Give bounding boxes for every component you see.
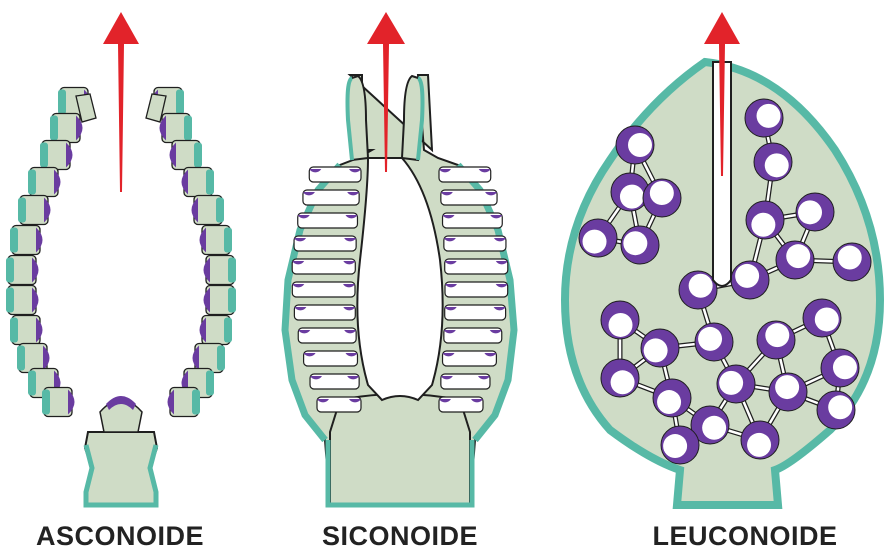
choanocyte — [32, 258, 39, 283]
siconoide-sponge — [285, 12, 514, 505]
chamber-lumen — [828, 395, 852, 419]
asconoide-bottom-segment — [100, 400, 142, 432]
wall-segment-pinacoderm — [224, 318, 232, 343]
wall-segment-pinacoderm — [18, 198, 26, 223]
choanocyte — [36, 228, 43, 253]
wall-segment-pinacoderm — [28, 170, 36, 195]
choanocyte — [192, 198, 199, 223]
chamber-lumen — [751, 213, 775, 237]
wall-segment-pinacoderm — [42, 390, 50, 415]
chamber-lumen — [611, 370, 635, 394]
wall-segment-pinacoderm — [176, 90, 184, 115]
chamber-lumen — [815, 307, 839, 331]
wall-segment-pinacoderm — [10, 228, 18, 253]
choanocyte — [204, 288, 211, 313]
chamber-lumen — [735, 264, 759, 288]
choanocyte — [54, 170, 61, 195]
choanocyte — [182, 170, 189, 195]
leuconoide-label: LEUCONOIDE — [625, 518, 865, 554]
choanocyte — [32, 288, 39, 313]
chamber-lumen — [775, 375, 799, 399]
chamber-lumen — [623, 231, 647, 255]
chamber-lumen — [628, 133, 652, 157]
choanocyte — [68, 390, 75, 415]
wall-segment-pinacoderm — [6, 288, 14, 313]
chamber-lumen — [583, 230, 607, 254]
wall-segment-pinacoderm — [217, 346, 225, 371]
chamber-lumen — [719, 371, 743, 395]
wall-segment-pinacoderm — [206, 371, 214, 396]
choanocyte — [200, 318, 207, 343]
wall-segment-pinacoderm — [216, 198, 224, 223]
chamber-lumen — [765, 323, 789, 347]
asconoide-sponge — [6, 12, 236, 505]
chamber-lumen — [747, 433, 771, 457]
chamber-lumen — [650, 181, 674, 205]
chamber-lumen — [689, 274, 713, 298]
wall-segment-pinacoderm — [50, 116, 58, 141]
asconoide-label: ASCONOIDE — [20, 518, 220, 554]
chamber-lumen — [698, 327, 722, 351]
chamber-lumen — [833, 355, 857, 379]
wall-segment-pinacoderm — [17, 346, 25, 371]
choanocyte — [193, 346, 200, 371]
wall-segment-pinacoderm — [228, 288, 236, 313]
chamber-lumen — [838, 246, 862, 270]
wall-segment-pinacoderm — [6, 258, 14, 283]
wall-segment-pinacoderm — [58, 90, 66, 115]
chamber-lumen — [786, 244, 810, 268]
choanocyte — [36, 318, 43, 343]
asconoide-water-flow-arrow — [103, 12, 139, 192]
chamber-lumen — [765, 153, 789, 177]
choanocyte — [44, 198, 51, 223]
asconoide-left-wall — [6, 88, 96, 417]
chamber-lumen — [644, 338, 668, 362]
wall-segment-pinacoderm — [192, 390, 200, 415]
choanocyte — [66, 143, 73, 168]
asconoide-right-wall — [146, 88, 236, 417]
wall-segment-pinacoderm — [184, 116, 192, 141]
choanocyte — [200, 228, 207, 253]
choanocyte — [170, 143, 177, 168]
wall-segment-pinacoderm — [10, 318, 18, 343]
wall-segment-pinacoderm — [28, 371, 36, 396]
wall-segment-pinacoderm — [40, 143, 48, 168]
chamber-lumen — [798, 200, 822, 224]
chamber-lumen — [757, 104, 781, 128]
choanocyte — [204, 258, 211, 283]
chamber-lumen — [620, 185, 644, 209]
wall-segment-pinacoderm — [206, 170, 214, 195]
chamber-lumen — [702, 416, 726, 440]
siconoide-label: SICONOIDE — [300, 518, 500, 554]
wall-segment-pinacoderm — [228, 258, 236, 283]
wall-segment-pinacoderm — [224, 228, 232, 253]
asconoide-base — [85, 432, 157, 505]
choanocyte — [43, 346, 50, 371]
choanocyte — [168, 390, 175, 415]
chamber-lumen — [657, 390, 681, 414]
leuconoide-sponge — [565, 12, 880, 505]
wall-segment-pinacoderm — [194, 143, 202, 168]
chamber-lumen — [663, 434, 687, 458]
chamber-lumen — [609, 313, 633, 337]
